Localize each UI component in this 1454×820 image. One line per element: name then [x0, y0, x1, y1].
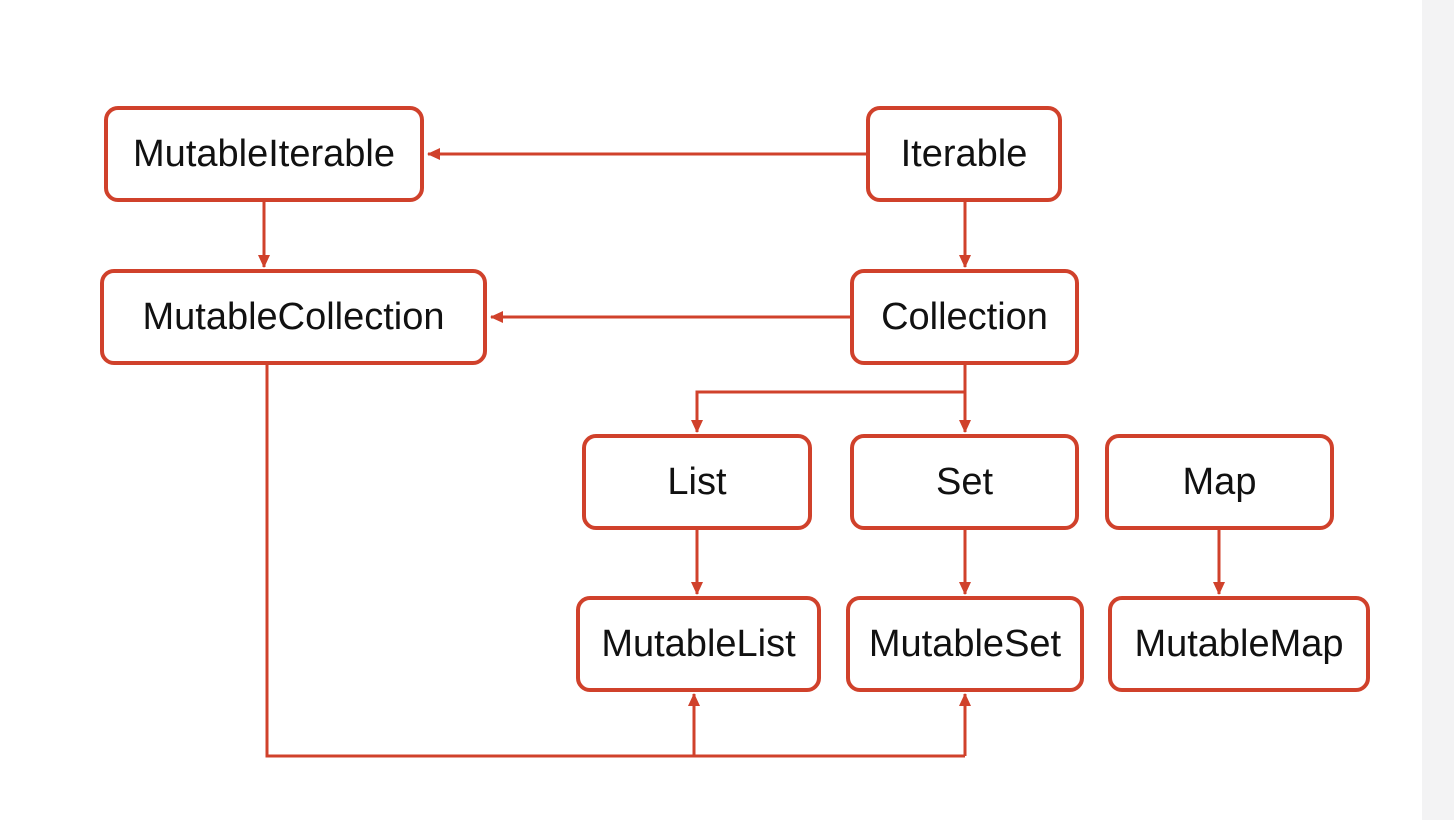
node-mutable-iterable: MutableIterable	[104, 106, 424, 202]
node-mutable-set: MutableSet	[846, 596, 1084, 692]
node-mutable-list: MutableList	[576, 596, 821, 692]
node-mutable-map: MutableMap	[1108, 596, 1370, 692]
node-list: List	[582, 434, 812, 530]
side-strip	[1422, 0, 1454, 820]
node-collection: Collection	[850, 269, 1079, 365]
node-iterable: Iterable	[866, 106, 1062, 202]
edge-mutable-collection-route	[265, 365, 965, 758]
node-set: Set	[850, 434, 1079, 530]
node-map: Map	[1105, 434, 1334, 530]
node-mutable-collection: MutableCollection	[100, 269, 487, 365]
edge-collection-to-list	[691, 390, 965, 433]
